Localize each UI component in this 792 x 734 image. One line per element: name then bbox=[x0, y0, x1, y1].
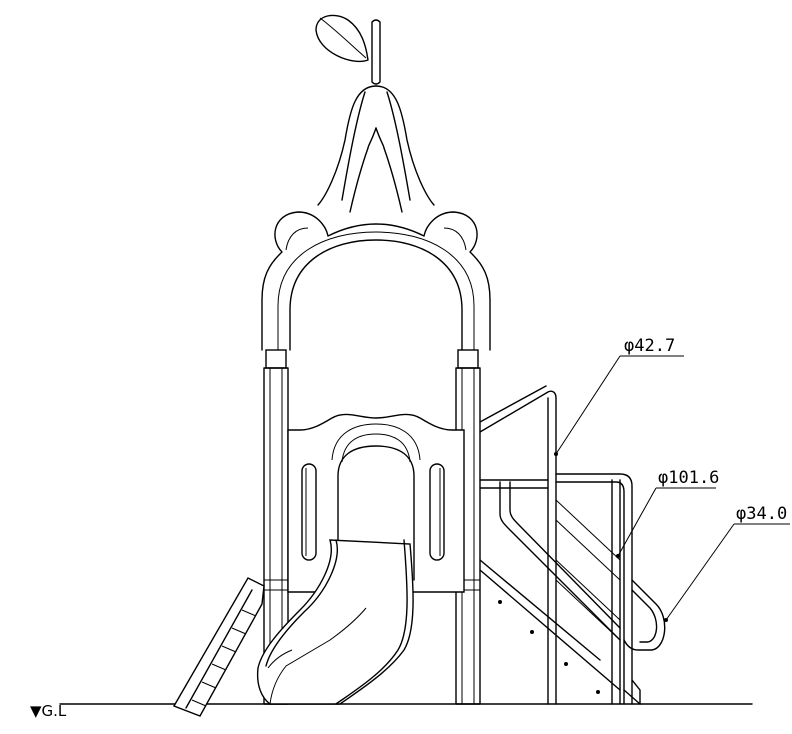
dimension-leader-42 bbox=[555, 355, 684, 455]
arch-frame bbox=[261, 211, 491, 369]
dimension-label-34: φ34.0 bbox=[736, 504, 787, 524]
ground-level-label: ▼G.L bbox=[30, 702, 67, 720]
left-ladder bbox=[172, 577, 265, 717]
spire bbox=[317, 85, 435, 213]
stair-structure bbox=[479, 385, 668, 705]
dimension-label-42: φ42.7 bbox=[624, 336, 675, 356]
dimension-label-101: φ101.6 bbox=[658, 468, 719, 488]
leaf-finial bbox=[315, 14, 381, 85]
dimension-leader-34 bbox=[665, 523, 790, 621]
curved-slide bbox=[256, 539, 414, 705]
dimension-leader-101 bbox=[617, 487, 716, 557]
